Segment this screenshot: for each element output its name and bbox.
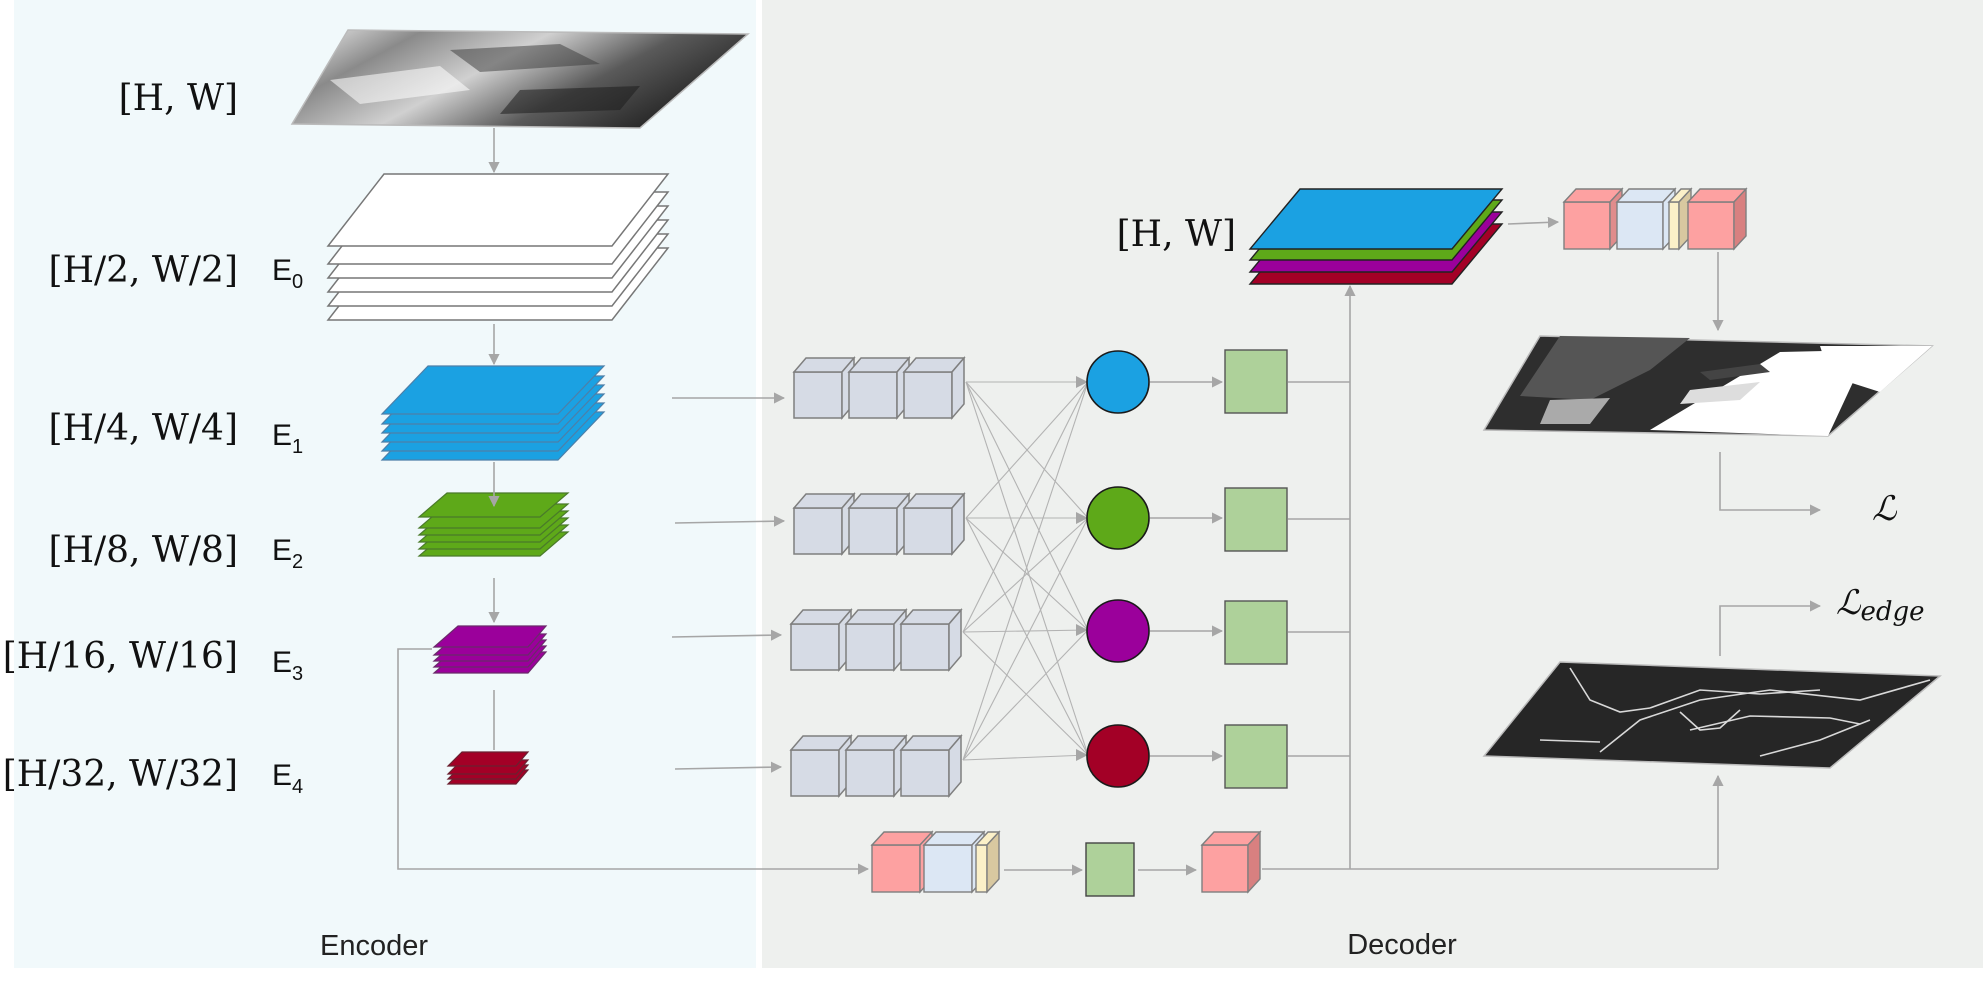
gray-block-row-4 (789, 733, 963, 799)
level-1-dims: [H/2, W/2] (49, 250, 238, 291)
e4-feature-stack (446, 751, 530, 785)
decoder-panel (762, 0, 1983, 968)
level-4-stage: E (272, 646, 292, 679)
level-5-dims: [H/32, W/32] (3, 754, 238, 795)
e1-feature-stack (380, 365, 606, 461)
loss-label: ℒ (1872, 489, 1898, 529)
svg-text:E0: E0 (272, 254, 303, 293)
level-1-stage: E (272, 254, 292, 287)
svg-text:E1: E1 (272, 419, 303, 458)
fusion-node-2 (1086, 486, 1150, 550)
gray-block-row-2 (792, 491, 966, 557)
level-4-dims: [H/16, W/16] (3, 636, 238, 677)
fusion-arrowheads (1076, 376, 1088, 761)
level-5-sub: 4 (292, 776, 303, 798)
svg-text:E4: E4 (272, 759, 303, 798)
skip-arrows (397, 392, 870, 875)
decoder-label: Decoder (1347, 929, 1457, 961)
loss-arrow (1719, 452, 1822, 516)
conv-block-3 (1224, 600, 1288, 665)
e0-feature-stack (326, 173, 670, 321)
edge-loss-arrow (1719, 600, 1822, 656)
level-2-sub: 1 (292, 436, 303, 458)
gray-block-row-3 (789, 607, 963, 673)
level-0-dims: [H, W] (119, 78, 238, 119)
cross-connections (962, 381, 1089, 761)
level-2-stage: E (272, 419, 292, 452)
merge-bus (1288, 284, 1356, 869)
level-5-stage: E (272, 759, 292, 792)
svg-text:ℒedge: ℒedge (1836, 583, 1925, 627)
encoder-panel (14, 0, 756, 968)
output-dims: [H, W] (1117, 214, 1236, 255)
svg-text:E3: E3 (272, 646, 303, 685)
fusion-node-3 (1086, 599, 1150, 663)
svg-text:E2: E2 (272, 534, 303, 573)
e3-feature-stack (432, 625, 548, 674)
level-3-stage: E (272, 534, 292, 567)
fusion-node-1 (1086, 350, 1150, 414)
edge-branch (870, 774, 1724, 897)
conv-block-4 (1224, 724, 1288, 789)
level-3-dims: [H/8, W/8] (49, 530, 238, 571)
level-4-sub: 3 (292, 663, 303, 685)
level-2-dims: [H/4, W/4] (49, 408, 238, 449)
conv-block-1 (1224, 349, 1288, 414)
gray-block-row-1 (792, 355, 966, 421)
encoder-label: Encoder (320, 930, 428, 962)
level-3-sub: 2 (292, 551, 303, 573)
edge-map (1482, 661, 1942, 769)
e2-feature-stack (417, 492, 570, 557)
edge-loss-subscript: edge (1861, 597, 1925, 627)
conv-block-2 (1224, 487, 1288, 552)
circle-to-block-arrows (1150, 376, 1224, 762)
segmentation-head (1562, 187, 1748, 251)
encoder-level-labels: [H, W] [H/2, W/2] E0 [H/4, W/4] E1 [H/8,… (3, 78, 303, 798)
fusion-node-4 (1086, 724, 1150, 788)
level-1-sub: 0 (292, 271, 303, 293)
segmentation-map (1482, 335, 1934, 437)
input-image (290, 29, 750, 129)
edge-loss-label: ℒ (1836, 583, 1862, 623)
output-feature-stack (1248, 188, 1504, 285)
stack-to-head-arrow (1507, 216, 1560, 228)
